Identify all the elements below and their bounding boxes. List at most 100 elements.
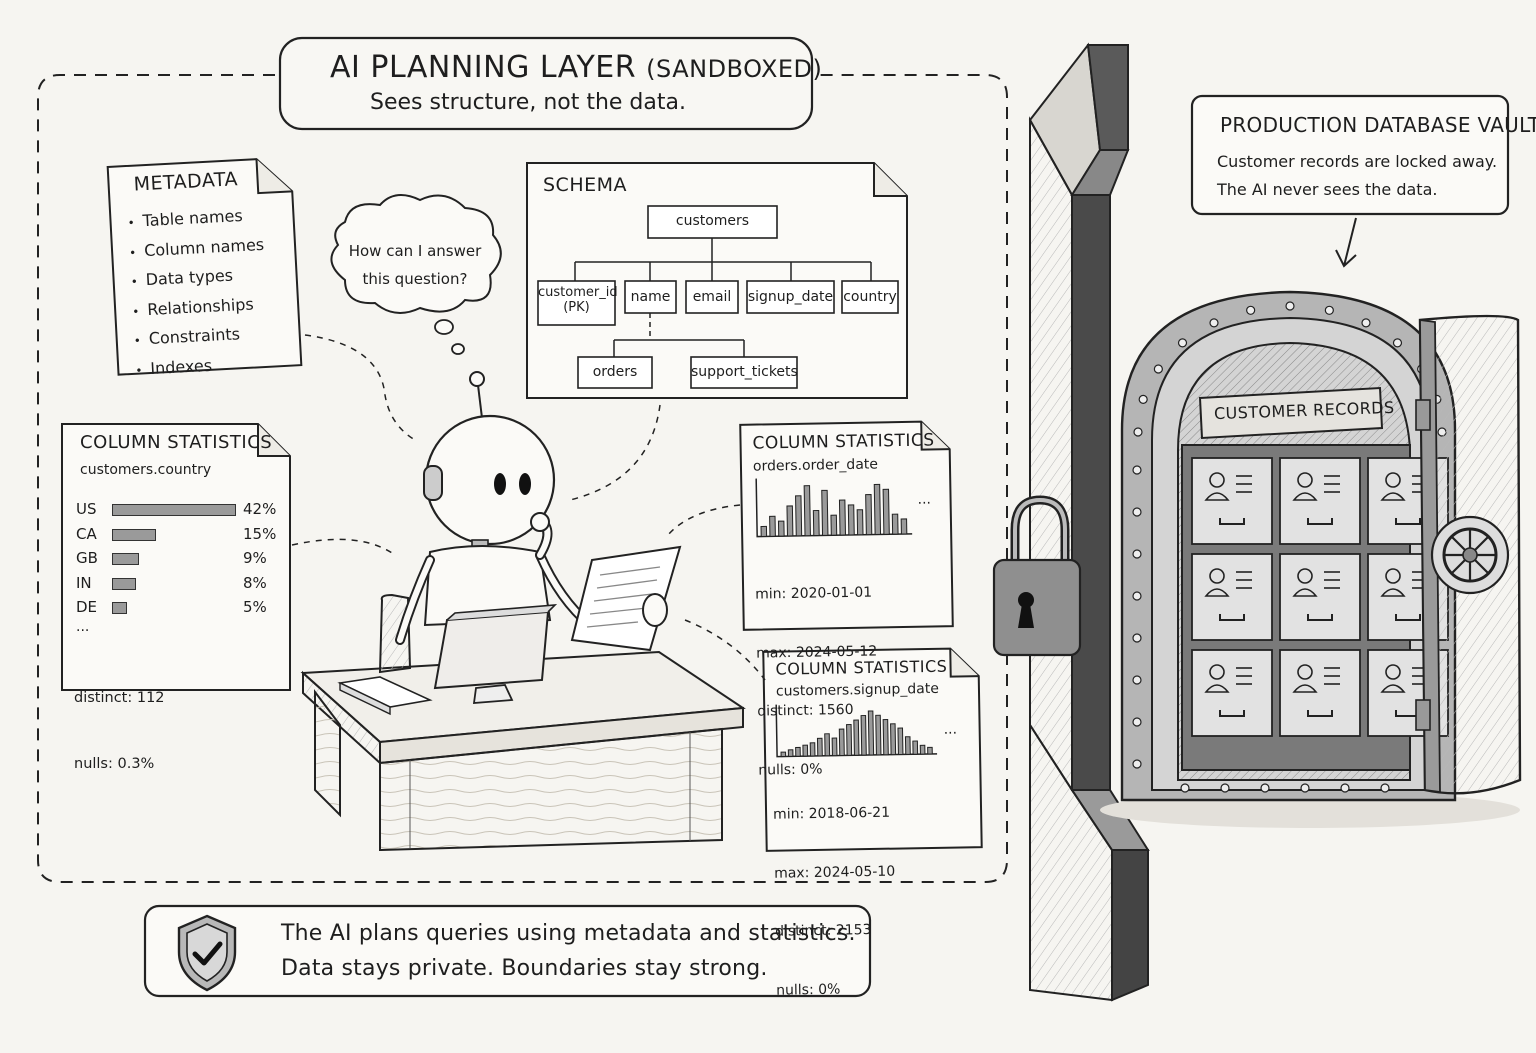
robot-icon — [395, 371, 595, 645]
histogram-bar — [824, 733, 831, 757]
drawer-handle — [1307, 518, 1333, 525]
histogram-bar — [882, 718, 889, 756]
order-date-histogram — [755, 478, 913, 538]
schema-node-column: email — [692, 289, 732, 305]
signup-date-column: customers.signup_date — [775, 680, 940, 700]
histogram-bar — [780, 751, 787, 758]
vault-line: The AI never sees the data. — [1217, 180, 1438, 199]
histogram-bar — [847, 504, 855, 536]
bar-value-label: 42% — [243, 500, 277, 518]
rivet — [1246, 305, 1256, 315]
rivet — [1285, 301, 1295, 311]
monitor-icon — [433, 604, 558, 704]
drawer-handle — [1219, 614, 1245, 621]
drawer — [1191, 649, 1273, 737]
drawer — [1279, 649, 1361, 737]
footer-line: The AI plans queries using metadata and … — [281, 921, 856, 946]
country-stats-summary: distinct: 112 nulls: 0.3% — [74, 643, 165, 797]
histogram-bar — [904, 736, 911, 755]
rivet — [1132, 591, 1142, 601]
country-stats-title: COLUMN STATISTICS — [80, 432, 273, 453]
title-box — [278, 36, 814, 131]
drawer — [1191, 553, 1273, 641]
rivet — [1132, 633, 1142, 643]
stat-nulls: nulls: 0.3% — [74, 756, 155, 772]
vault-label-box — [1190, 94, 1510, 216]
histogram-bar — [786, 505, 794, 537]
histogram-bar — [891, 513, 899, 535]
histogram-bar — [860, 714, 867, 756]
person-record-icon — [1292, 472, 1340, 501]
histogram-bar — [912, 740, 919, 755]
histogram-bar — [803, 485, 811, 537]
rivet — [1392, 338, 1403, 348]
bar — [112, 577, 136, 590]
rivet — [1380, 783, 1390, 793]
order-date-column: orders.order_date — [752, 456, 879, 475]
vault-drawers — [1191, 457, 1449, 737]
bar — [112, 528, 157, 541]
schema-node-column: name — [630, 289, 671, 305]
vault-rivets — [1132, 301, 1447, 793]
histogram-bar — [846, 724, 853, 756]
bar — [112, 504, 236, 516]
rivet — [1260, 783, 1270, 793]
rivet — [1340, 783, 1350, 793]
person-record-icon — [1292, 568, 1340, 597]
bar-category-label: DE — [76, 598, 98, 616]
desk-icon — [300, 650, 746, 852]
sandbox-boundary — [37, 74, 1008, 883]
vault-icon — [1100, 290, 1522, 828]
person-record-icon — [1204, 664, 1252, 693]
thought-line: this question? — [362, 270, 468, 288]
histogram-bar — [882, 488, 890, 535]
footer-message: The AI plans queries using metadata and … — [281, 916, 856, 986]
order-date-title: COLUMN STATISTICS — [752, 430, 935, 454]
histogram-bar — [809, 742, 816, 757]
schema-node-column: customer_id (PK) — [538, 285, 618, 315]
histogram-bar — [897, 727, 904, 756]
bar-category-label: GB — [76, 549, 98, 567]
signup-date-histogram — [775, 704, 938, 758]
rivet — [1153, 364, 1163, 374]
schema-node-root: customers — [675, 213, 750, 229]
rivet — [1132, 717, 1142, 727]
histogram-bar — [873, 483, 882, 536]
rivet — [1132, 549, 1142, 559]
bar-category-label: CA — [76, 524, 97, 543]
order-date-ellipsis: ... — [917, 491, 932, 508]
histogram-bar — [802, 744, 809, 757]
padlock-icon — [992, 495, 1082, 657]
schema-doc — [526, 162, 908, 399]
drawer-handle — [1395, 518, 1421, 525]
rivet — [1132, 675, 1142, 685]
rivet — [1180, 783, 1190, 793]
person-record-icon — [1204, 472, 1252, 501]
country-stats-column: customers.country — [80, 462, 212, 478]
histogram-bar — [831, 737, 838, 757]
drawer-handle — [1307, 614, 1333, 621]
bar — [112, 553, 139, 565]
drawer-handle — [1219, 518, 1245, 525]
schema-node-related: support_tickets — [691, 364, 798, 380]
schema-title: SCHEMA — [543, 174, 628, 196]
histogram-bar — [816, 737, 823, 757]
histogram-bar — [890, 723, 897, 756]
histogram-bar — [760, 525, 768, 537]
histogram-bar — [927, 746, 933, 755]
histogram-bar — [812, 509, 820, 537]
stat-max: max: 2024-05-10 — [773, 863, 896, 882]
rivet — [1133, 427, 1143, 437]
bar-value-label: 8% — [243, 573, 267, 592]
metadata-list: Table names Column names Data types Rela… — [127, 200, 296, 385]
stat-distinct: distinct: 112 — [74, 690, 165, 706]
signup-date-title: COLUMN STATISTICS — [775, 656, 948, 679]
histogram-bar — [795, 746, 801, 757]
title-text: AI PLANNING LAYER — [330, 50, 637, 85]
histogram-bar — [838, 499, 846, 536]
title-suffix: (SANDBOXED) — [646, 55, 823, 83]
order-date-stats-doc — [739, 420, 954, 631]
signup-date-ellipsis: ... — [943, 721, 958, 738]
